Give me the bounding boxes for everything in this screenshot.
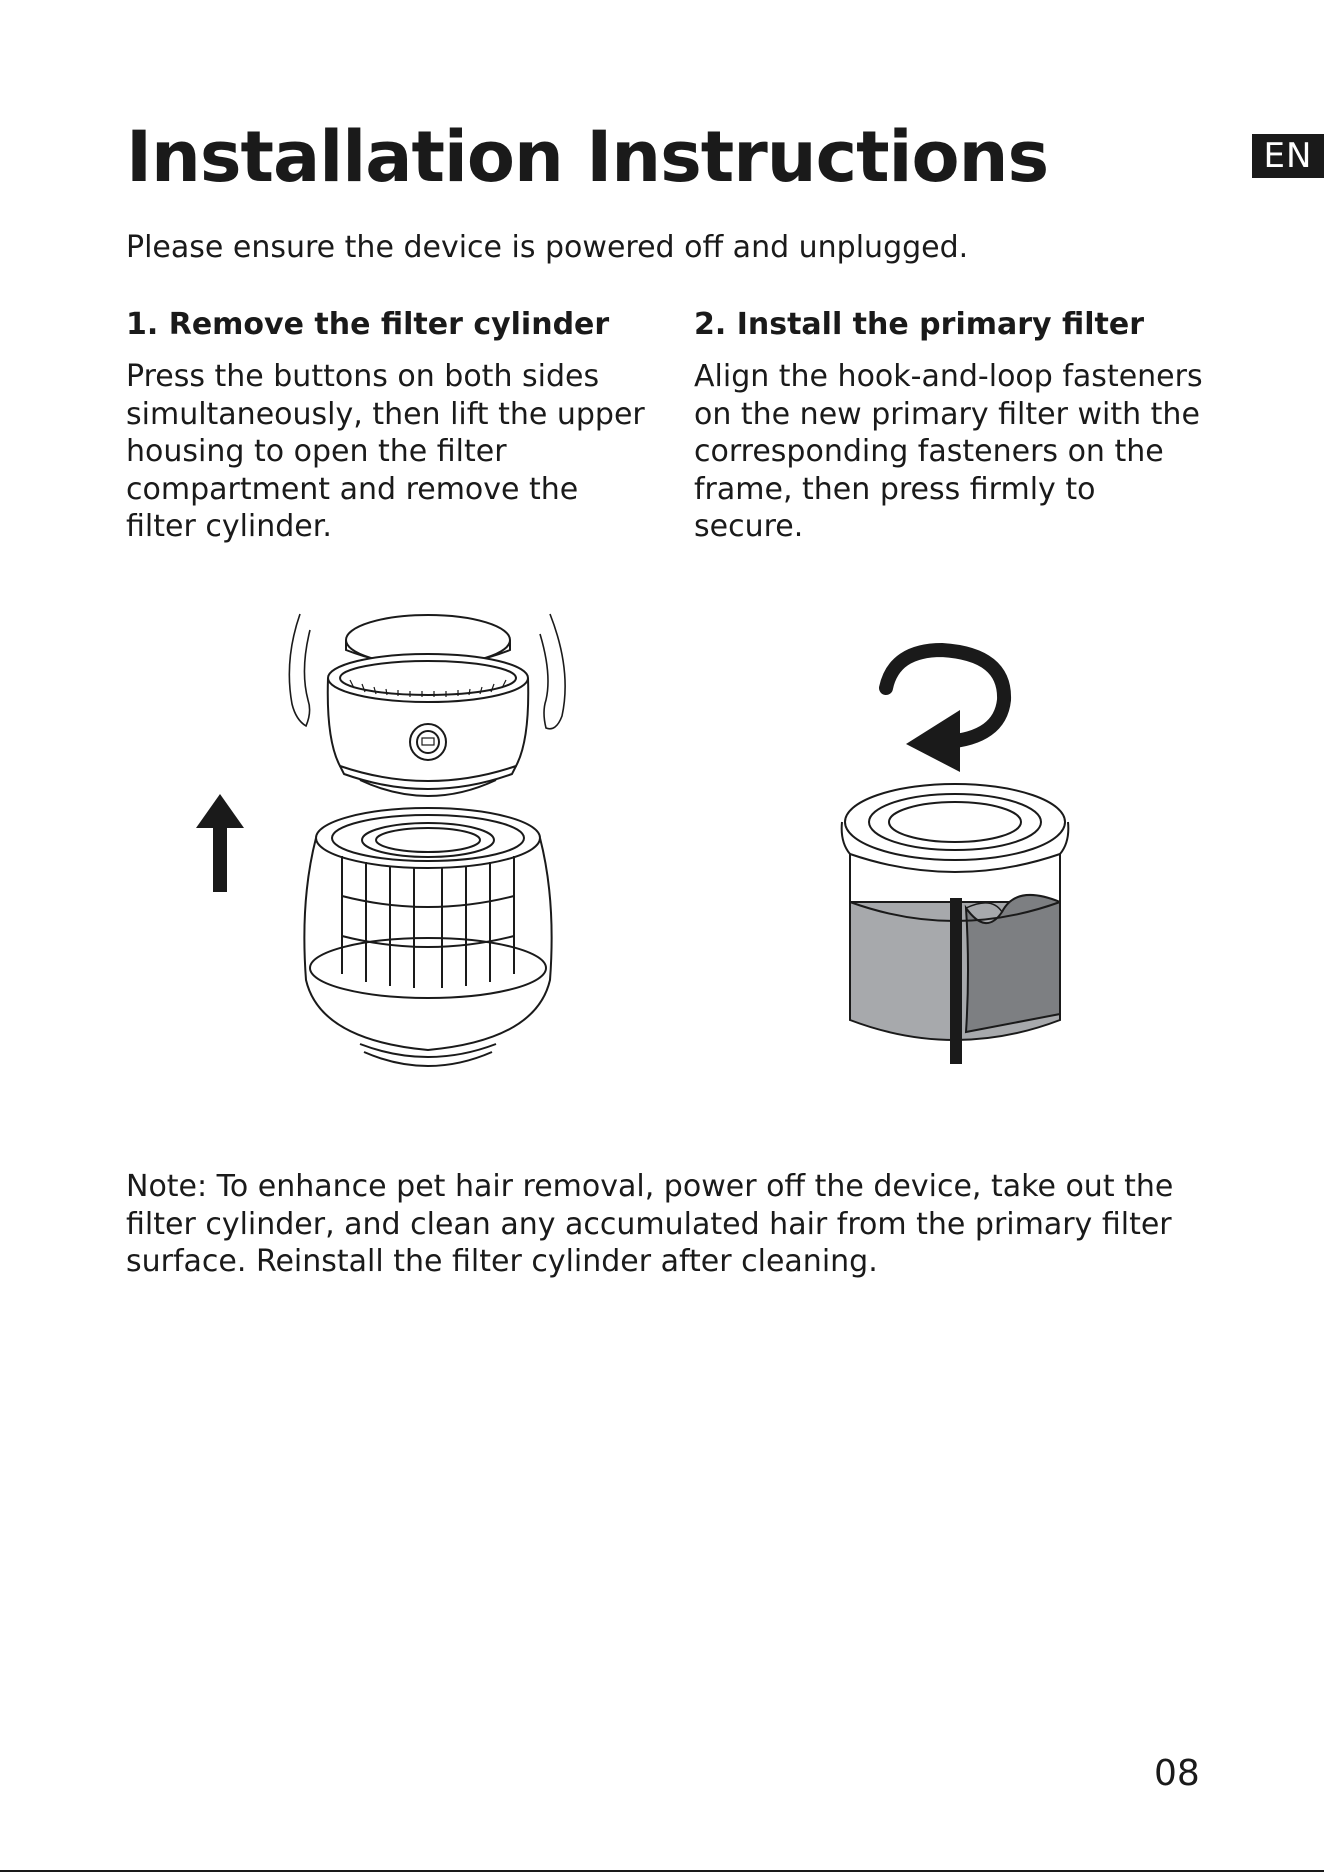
step-body: Align the hook-and-loop fasteners on the…	[694, 359, 1203, 544]
page-number: 08	[1154, 1753, 1200, 1794]
note-text: Note: To enhance pet hair removal, power…	[126, 1169, 1174, 1279]
rotate-arrow-icon	[879, 642, 1012, 772]
language-badge: EN	[1252, 134, 1324, 178]
step-remove-filter-cylinder: 1. Remove the filter cylinder Press the …	[126, 304, 646, 546]
step-heading: 1. Remove the filter cylinder	[126, 307, 610, 342]
up-arrow-icon	[196, 794, 244, 892]
lower-base-with-filter	[303, 807, 553, 1067]
upper-housing	[326, 614, 530, 797]
hands	[288, 613, 566, 730]
primary-filter-cylinder	[840, 783, 1070, 1064]
step-install-primary-filter: 2. Install the primary filter Align the …	[694, 304, 1214, 546]
bottom-rule	[0, 1870, 1324, 1872]
step-heading: 2. Install the primary filter	[694, 307, 1145, 342]
remove-cylinder-illustration	[196, 613, 566, 1067]
step-body: Press the buttons on both sides simultan…	[126, 359, 645, 544]
intro-text: Please ensure the device is powered off …	[126, 230, 969, 265]
page-title: Installation Instructions	[126, 116, 1049, 198]
install-primary-filter-illustration	[840, 642, 1070, 1064]
